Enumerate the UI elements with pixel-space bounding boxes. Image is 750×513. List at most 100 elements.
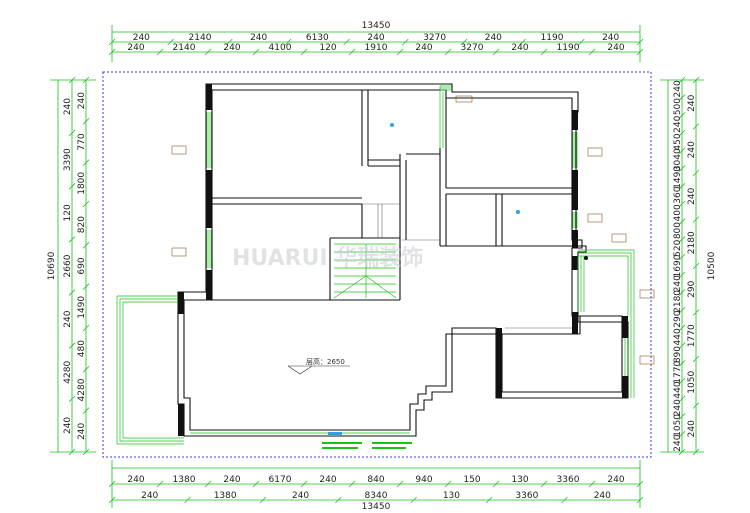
dimension-tick [82, 407, 90, 414]
dimension-label-top: 240 [511, 43, 528, 53]
dimension-label-right: 240 [673, 399, 683, 416]
dimension-tick [284, 38, 292, 46]
dimension-label-left: 4280 [77, 378, 87, 401]
dimension-label-left: 240 [63, 98, 73, 115]
dimension-tick [692, 448, 700, 456]
dimension-tick [692, 262, 700, 270]
dimension-label-left: 120 [63, 204, 73, 221]
dimension-tick [692, 76, 700, 84]
dimension-label-left: 770 [77, 133, 87, 150]
dimension-tick [402, 38, 409, 46]
dimension-tick [156, 480, 164, 488]
dimension-tick [692, 169, 700, 177]
dimension-tick [678, 377, 686, 385]
watermark: HUARUI 华瑞装饰 [232, 245, 423, 271]
dimension-tick [678, 94, 686, 101]
dimension-label-right: 1050 [687, 371, 697, 394]
dimension-tick [636, 496, 644, 504]
dimension-tick [396, 48, 404, 56]
dimension-tick [108, 480, 116, 488]
dimension-label-left: 480 [77, 340, 87, 357]
dimension-label-left: 240 [77, 422, 87, 439]
dimension-label-right: 1050 [673, 414, 683, 437]
dimension-label-top: 240 [485, 33, 502, 43]
dimension-label-right: 450 [673, 133, 683, 150]
dimension-tick [678, 165, 686, 172]
dimension-tick [68, 342, 76, 349]
point-marker [390, 123, 394, 127]
dimension-tick [678, 342, 686, 349]
dimension-label-right: 240 [687, 141, 697, 158]
dimension-tick [692, 309, 700, 316]
dimension-label-bottom: 240 [141, 491, 158, 501]
dimension-tick [82, 448, 90, 456]
dimension-tick [396, 480, 404, 488]
dimension-label-right: 290 [673, 310, 683, 327]
dimension-label-bottom: 240 [127, 475, 144, 485]
dimension-tick [108, 48, 116, 56]
dimension-tick [692, 402, 700, 409]
dimension-tick [678, 413, 686, 420]
windows [116, 85, 635, 445]
drawing-border [102, 71, 652, 458]
dimension-tick [108, 496, 116, 504]
dimension-label-right: 520 [673, 239, 683, 256]
dimension-label-top: 240 [250, 33, 267, 43]
dimension-label-top: 2140 [173, 43, 196, 53]
dimension-tick [82, 159, 90, 166]
dimension-tick [82, 200, 90, 208]
dimension-label-left: 4280 [63, 361, 73, 384]
dimension-tick [259, 496, 267, 504]
dimension-label-bottom: 240 [292, 491, 309, 501]
dimension-tick [588, 480, 596, 488]
dimension-label-top: 240 [602, 33, 619, 43]
top-dimension-chains [111, 25, 641, 62]
dimension-tick [108, 38, 116, 46]
dimension-label-bottom: 3360 [557, 475, 580, 485]
dimension-label-top: 3270 [461, 43, 484, 53]
dimension-label-bottom: 1380 [214, 491, 237, 501]
dimension-tick [678, 431, 686, 438]
dimension-label-top: 3270 [423, 33, 446, 43]
dimension-label-top: 240 [367, 33, 384, 43]
dimension-tick [678, 236, 686, 243]
dimension-tick [68, 129, 76, 137]
dimension-tick [68, 76, 76, 84]
dimension-label-right: 2180 [687, 231, 697, 254]
dimension-label-top: 1190 [541, 33, 564, 43]
bottom-dimension-chains [111, 460, 641, 508]
dimension-label-right: 360 [673, 186, 683, 203]
dimension-label-left: 3390 [63, 148, 73, 171]
dimension-label-top: 240 [127, 43, 144, 53]
dimension-tick [252, 48, 260, 56]
dimension-label-right: 290 [687, 280, 697, 297]
dimension-label-right: 400 [673, 204, 683, 221]
dimension-tick [204, 480, 212, 488]
dimension-tick [678, 360, 686, 367]
dimension-label-bottom: 6170 [269, 475, 292, 485]
dimension-right-overall: 10500 [707, 251, 717, 280]
dimension-ticks [68, 38, 700, 504]
dimension-tick [678, 112, 686, 119]
dimension-tick [184, 496, 191, 504]
dimension-tick [561, 496, 568, 504]
dimension-tick [678, 147, 686, 155]
dimension-label-left: 240 [63, 310, 73, 327]
dimension-label-bottom: 150 [463, 475, 480, 485]
point-marker [584, 256, 588, 260]
dimension-tick [460, 38, 468, 46]
dimension-label-left: 1490 [77, 296, 87, 319]
dimension-tick [492, 48, 500, 56]
dimension-bottom-overall: 13450 [362, 502, 391, 512]
dimension-label-bottom: 8340 [365, 491, 388, 501]
dimension-tick [444, 480, 452, 488]
wall-blocks [178, 84, 628, 436]
dimension-label-top: 240 [133, 33, 150, 43]
dimension-label-bottom: 940 [415, 475, 432, 485]
dimension-label-right: 440 [673, 381, 683, 398]
dimension-label-right: 800 [673, 222, 683, 239]
dimension-label-top: 120 [319, 43, 336, 53]
dimension-label-right: 240 [687, 187, 697, 204]
dimension-label-right: 890 [673, 346, 683, 363]
dimension-label-right: 2180 [673, 290, 683, 313]
